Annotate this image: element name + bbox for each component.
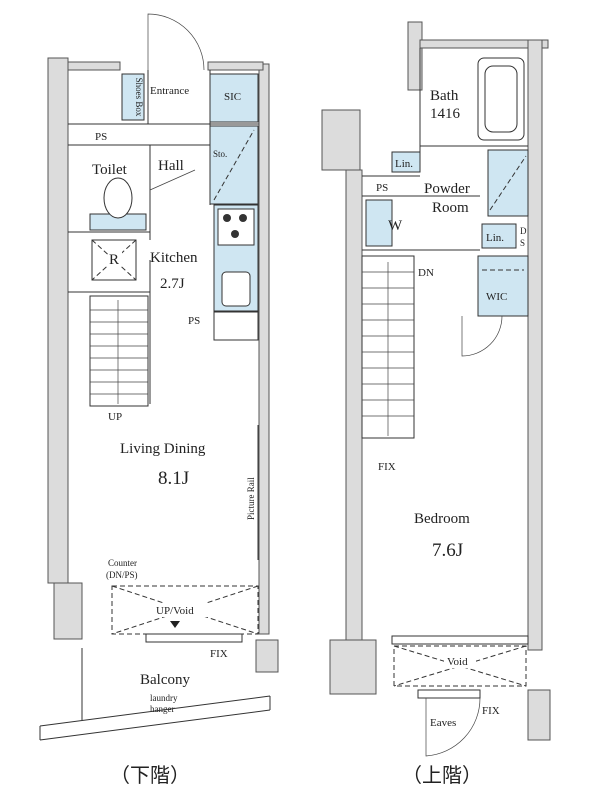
upper-ps-label: PS	[376, 182, 388, 194]
burner-icon	[223, 214, 231, 222]
laundry-label: laundry	[150, 693, 178, 703]
hall-label: Hall	[158, 158, 184, 174]
lower-left-pillar	[53, 582, 83, 640]
lower-top-wall-left	[67, 61, 121, 71]
lower-right-pillar	[255, 639, 279, 673]
toilet-bowl	[103, 177, 133, 219]
eaves-label: Eaves	[430, 717, 456, 729]
bath-size: 1416	[430, 106, 461, 122]
ps-top-label: PS	[95, 131, 107, 143]
powder-room-label-2: Room	[432, 200, 469, 216]
linen-closet-1	[391, 151, 421, 173]
shoes-box	[121, 73, 145, 121]
sic-storage	[209, 73, 259, 123]
eaves-door-swing	[425, 697, 481, 757]
upper-floor-caption: （上階）	[402, 764, 482, 787]
balcony-label: Balcony	[140, 672, 190, 688]
eaves-window	[417, 689, 481, 699]
counter-label: Counter	[108, 558, 137, 568]
kitchen-ps	[213, 311, 259, 341]
upper-bottom-right-block	[527, 689, 551, 741]
walk-in-closet	[477, 255, 529, 317]
upper-left-block	[321, 109, 361, 171]
upper-bottom-left-pillar	[329, 639, 377, 695]
up-void-label: UP/Void	[156, 605, 194, 617]
upper-stair-treads	[362, 262, 414, 436]
kitchen-sink	[221, 271, 251, 307]
washer-space	[365, 199, 393, 247]
burner-icon	[231, 230, 239, 238]
stair-fix-label: FIX	[378, 461, 396, 473]
lower-window	[145, 633, 243, 643]
lower-left-wall	[47, 57, 69, 584]
upper-top-wall	[419, 39, 549, 49]
wic-label: WIC	[486, 291, 507, 303]
lin-2-label: Lin.	[486, 232, 504, 244]
living-dining-size: 8.1J	[158, 468, 189, 489]
refrigerator-label: R	[109, 252, 119, 268]
upper-window	[391, 635, 529, 645]
ds-label-d: D	[520, 226, 527, 236]
arrow-down-icon	[170, 621, 180, 628]
shoes-box-label: Shoes Box	[134, 78, 144, 117]
bedroom-label: Bedroom	[414, 511, 470, 527]
upper-fix-label: FIX	[482, 705, 500, 717]
bedroom-size: 7.6J	[432, 540, 463, 561]
lower-floor-caption: （下階）	[110, 764, 190, 787]
lower-fix-label: FIX	[210, 648, 228, 660]
upper-right-wall	[527, 39, 543, 651]
entrance-label: Entrance	[150, 85, 189, 97]
kitchen-size: 2.7J	[160, 276, 185, 292]
up-label: UP	[108, 411, 122, 423]
washer-label: W	[388, 218, 403, 234]
wic-door-swing	[461, 315, 503, 357]
picture-rail-label: Picture Rail	[246, 477, 256, 520]
upper-void-area	[393, 645, 527, 687]
upper-floor: Bath 1416 Lin. PS Powder Room W Lin. D S…	[321, 21, 551, 787]
sic-label: SIC	[224, 91, 241, 103]
balcony-railing	[39, 695, 271, 741]
counter-sub-label: (DN/PS)	[106, 570, 138, 580]
burner-icon	[239, 214, 247, 222]
lower-right-wall	[258, 63, 270, 635]
sto-label: Sto.	[213, 149, 227, 159]
toilet-label: Toilet	[92, 162, 128, 178]
upper-top-left-wall	[407, 21, 423, 91]
void-label: Void	[447, 656, 468, 668]
lower-floor: Shoes Box SIC Sto. Entrance PS Toilet Ha…	[39, 13, 279, 787]
stove	[217, 208, 255, 246]
linen-closet-2	[481, 223, 517, 249]
upper-left-wall	[345, 169, 363, 641]
lower-stairs	[89, 295, 149, 407]
ds-label-s: S	[520, 238, 525, 248]
entrance-door-swing	[147, 13, 205, 71]
powder-room-label-1: Powder	[424, 181, 470, 197]
hanger-label: hanger	[150, 704, 175, 714]
dn-label: DN	[418, 267, 434, 279]
ps-kitchen-label: PS	[188, 315, 200, 327]
lin-1-label: Lin.	[395, 158, 413, 170]
lower-stair-treads	[90, 300, 148, 404]
bath-label: Bath	[430, 88, 459, 104]
living-dining-label: Living Dining	[120, 441, 206, 457]
kitchen-label: Kitchen	[150, 250, 198, 266]
lower-top-wall-right	[207, 61, 264, 71]
